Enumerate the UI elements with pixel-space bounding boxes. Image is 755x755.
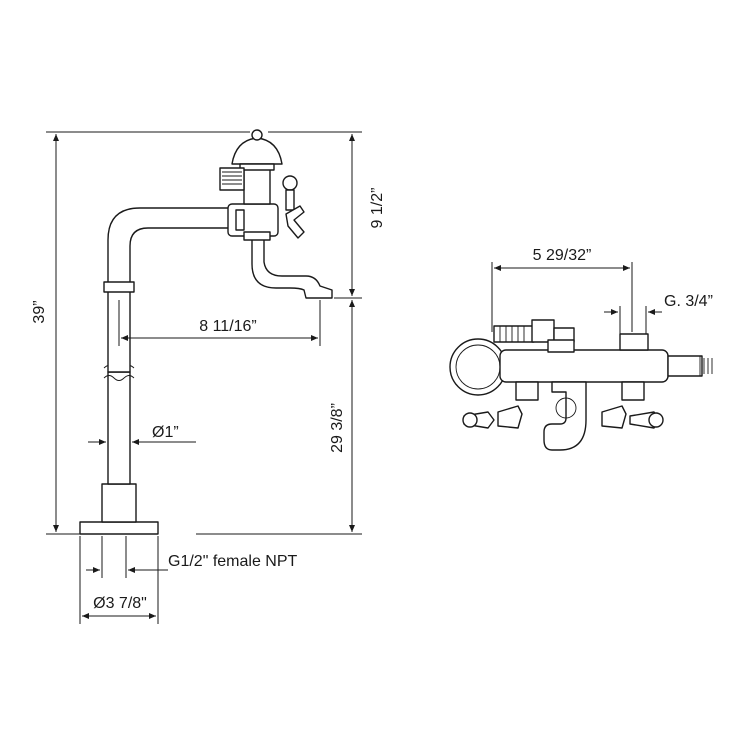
pipe-collar <box>103 281 135 293</box>
label-wall-center: 5 29/32” <box>533 247 592 264</box>
hose-coil <box>499 326 525 342</box>
base-cover <box>101 483 137 523</box>
wall-spout <box>543 381 587 451</box>
base-flange <box>79 521 159 535</box>
shower-holder-disc <box>449 338 507 396</box>
cross-handle <box>285 205 305 239</box>
label-spout-reach: 8 11/16” <box>199 318 257 335</box>
center-cap <box>547 339 575 353</box>
left-cross-handle <box>462 405 523 429</box>
inlet-fitting <box>619 333 649 351</box>
hose-coil <box>222 171 242 185</box>
label-base-diameter: Ø3 7/8" <box>93 595 147 612</box>
left-eccentric <box>515 381 539 401</box>
right-dimension-lines <box>491 262 662 334</box>
label-wall-thread: G. 3/4” <box>664 293 713 310</box>
tub-spout <box>251 235 333 299</box>
handle-stem <box>285 189 295 211</box>
handle-knob <box>282 175 298 191</box>
label-inlet-thread: G1/2" female NPT <box>168 553 298 570</box>
break-mark <box>103 375 135 381</box>
spout-base <box>243 231 271 241</box>
valve-nut <box>235 209 245 231</box>
diverter-housing <box>243 167 271 205</box>
label-floor-to-spout: 29 3/8” <box>329 403 346 453</box>
floor-faucet-view <box>79 129 333 535</box>
outlet-thread <box>699 356 713 376</box>
shower-holder <box>219 167 245 191</box>
right-eccentric <box>621 381 645 401</box>
spout-hub <box>555 397 577 419</box>
outlet-pipe <box>667 355 703 377</box>
left-dimension-lines <box>46 131 362 624</box>
bell-cap <box>231 137 283 165</box>
right-cross-handle <box>601 405 664 429</box>
cap-finial <box>251 129 263 141</box>
label-riser-diameter: Ø1” <box>152 424 179 441</box>
wall-mount-view <box>449 319 713 451</box>
riser-pipe <box>107 371 131 485</box>
label-total-height: 39” <box>31 300 48 323</box>
mixer-body <box>499 349 669 383</box>
hose-nut <box>531 319 555 343</box>
label-spout-height: 9 1/2” <box>369 188 386 229</box>
cap-ring <box>239 163 275 171</box>
